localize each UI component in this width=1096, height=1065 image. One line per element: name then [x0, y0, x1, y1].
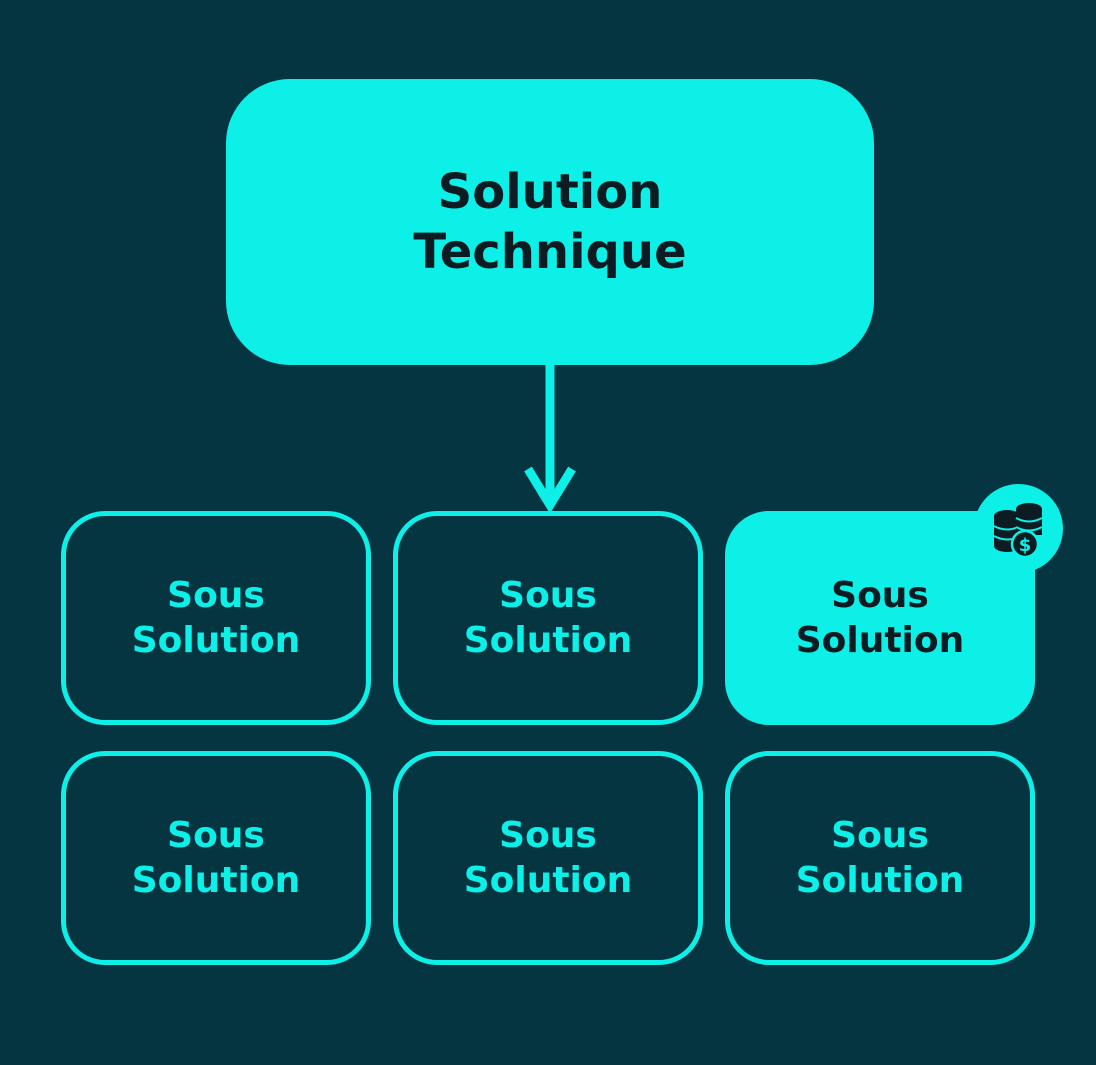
sub-solution-line1: Sous	[499, 575, 597, 616]
coins-dollar-icon: $	[993, 502, 1042, 558]
sub-solution-line2: Solution	[795, 620, 965, 661]
sub-solution-box: Sous Solution	[393, 511, 703, 725]
sub-solution-line2: Solution	[463, 620, 633, 661]
svg-text:$: $	[1018, 535, 1031, 556]
sub-solution-box: Sous Solution	[61, 511, 371, 725]
sub-solution-line2: Solution	[131, 860, 301, 901]
sub-solution-line1: Sous	[167, 575, 265, 616]
sub-solution-box: Sous Solution	[725, 751, 1035, 965]
sub-solution-box: Sous Solution	[393, 751, 703, 965]
sub-solution-line1: Sous	[499, 815, 597, 856]
sub-solution-box: Sous Solution	[61, 751, 371, 965]
main-solution-box: Solution Technique	[226, 79, 874, 365]
down-arrow	[524, 365, 576, 511]
sub-solution-line2: Solution	[795, 860, 965, 901]
cost-badge: $	[974, 484, 1063, 573]
main-solution-line1: Solution	[437, 164, 663, 220]
sub-solution-line2: Solution	[131, 620, 301, 661]
sub-solution-line1: Sous	[831, 815, 929, 856]
sub-solution-line1: Sous	[831, 575, 929, 616]
sub-solution-line1: Sous	[167, 815, 265, 856]
sub-solution-line2: Solution	[463, 860, 633, 901]
main-solution-line2: Technique	[413, 224, 687, 280]
